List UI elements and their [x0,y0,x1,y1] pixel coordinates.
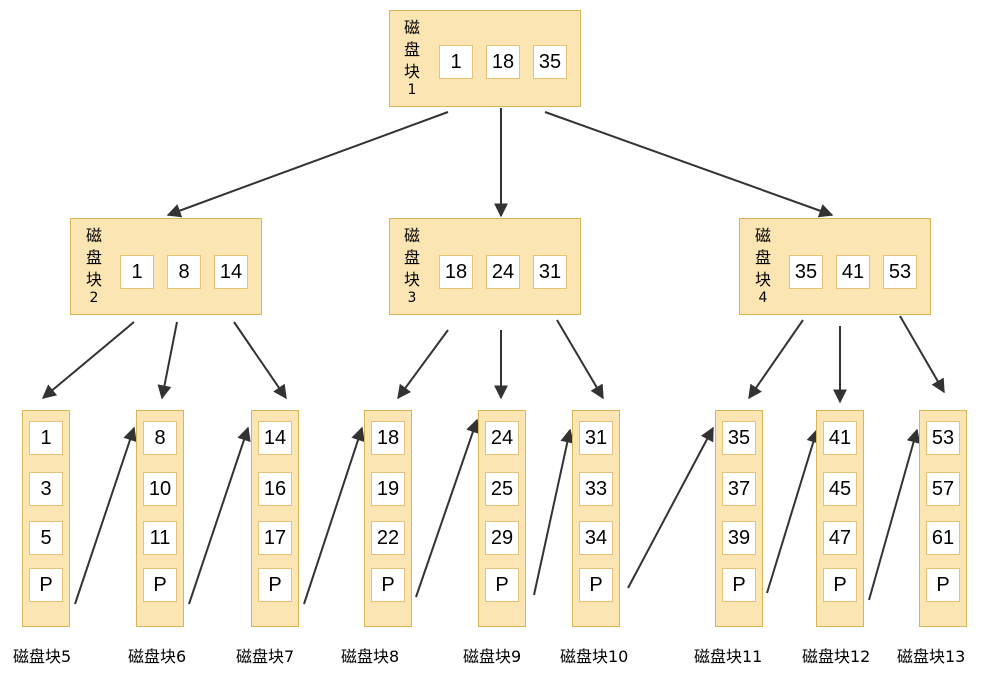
leaf-7-to-leaf-8-link-arrow [303,426,365,605]
leaf-block-label: 磁盘块11 [694,647,763,666]
root-key: 18 [486,45,520,79]
leaf-next-pointer: P [371,568,405,602]
internal-key: 41 [836,255,870,289]
internal-block-label: 磁 盘 块 4 [754,226,771,306]
leaf-block-label: 磁盘块12 [802,647,871,666]
leaf-6-to-leaf-7-link-arrow [188,426,251,605]
leaf-key: 45 [823,472,857,506]
internal-disk-block-3: 磁 盘 块 3 18 24 31 [389,218,581,315]
leaf-12-to-leaf-13-link-arrow [868,428,921,601]
internal-block-label: 磁 盘 块 2 [85,226,102,306]
leaf-key: 37 [722,472,756,506]
leaf-disk-block-9: 24 25 29 P [478,410,526,627]
leaf-disk-block-8: 18 19 22 P [364,410,412,627]
leaf-key: 24 [485,421,519,455]
internal-key: 18 [439,255,473,289]
leaf-key: 16 [258,472,292,506]
internal-key: 24 [486,255,520,289]
leaf-block-label: 磁盘块13 [897,647,966,666]
root-block-label: 磁 盘 块 1 [403,18,420,98]
root-key: 1 [439,45,473,79]
leaf-key: 61 [926,521,960,555]
internal-key: 53 [883,255,917,289]
internal-key: 1 [120,255,154,289]
leaf-block-label: 磁盘块9 [463,647,522,666]
leaf-5-to-leaf-6-link-arrow [74,426,137,605]
root-key: 35 [533,45,567,79]
leaf-key: 17 [258,521,292,555]
leaf-block-label: 磁盘块10 [560,647,629,666]
leaf-key: 8 [143,421,177,455]
leaf-key: 5 [29,521,63,555]
leaf-key: 39 [722,521,756,555]
leaf-block-label: 磁盘块6 [128,647,187,666]
leaf-10-to-leaf-11-link-arrow [627,426,714,589]
block-4-to-leaf-11-arrow [748,319,804,400]
leaf-11-to-leaf-12-link-arrow [766,428,820,594]
internal-block-label: 磁 盘 块 3 [403,226,420,306]
leaf-key: 34 [579,521,613,555]
internal-key: 8 [167,255,201,289]
leaf-disk-block-13: 53 57 61 P [919,410,967,627]
leaf-key: 3 [29,472,63,506]
leaf-next-pointer: P [823,568,857,602]
internal-disk-block-2: 磁 盘 块 2 1 8 14 [70,218,262,315]
internal-key: 31 [533,255,567,289]
leaf-disk-block-10: 31 33 34 P [572,410,620,627]
leaf-disk-block-6: 8 10 11 P [136,410,184,627]
leaf-key: 22 [371,521,405,555]
leaf-key: 57 [926,472,960,506]
leaf-key: 47 [823,521,857,555]
leaf-8-to-leaf-9-link-arrow [415,418,480,598]
leaf-key: 25 [485,472,519,506]
internal-disk-block-4: 磁 盘 块 4 35 41 53 [739,218,931,315]
leaf-next-pointer: P [485,568,519,602]
internal-key: 14 [214,255,248,289]
block-2-to-leaf-6-arrow [157,321,178,400]
leaf-key: 18 [371,421,405,455]
leaf-block-label: 磁盘块7 [236,647,295,666]
internal-key: 35 [789,255,823,289]
leaf-next-pointer: P [258,568,292,602]
leaf-next-pointer: P [29,568,63,602]
root-to-block-2-arrow [166,111,449,218]
root-disk-block: 磁 盘 块 1 1 18 35 [389,10,581,107]
leaf-next-pointer: P [579,568,613,602]
leaf-key: 41 [823,421,857,455]
leaf-key: 1 [29,421,63,455]
block-2-to-leaf-7-arrow [233,321,287,400]
leaf-disk-block-7: 14 16 17 P [251,410,299,627]
leaf-disk-block-12: 41 45 47 P [816,410,864,627]
leaf-key: 33 [579,472,613,506]
leaf-key: 19 [371,472,405,506]
leaf-key: 35 [722,421,756,455]
block-4-to-leaf-13-arrow [899,315,945,394]
leaf-key: 14 [258,421,292,455]
leaf-disk-block-11: 35 37 39 P [715,410,763,627]
root-to-block-4-arrow [544,111,834,218]
leaf-key: 11 [143,521,177,555]
leaf-next-pointer: P [143,568,177,602]
leaf-block-label: 磁盘块8 [341,647,400,666]
leaf-key: 53 [926,421,960,455]
leaf-next-pointer: P [722,568,756,602]
leaf-block-label: 磁盘块5 [13,647,72,666]
leaf-9-to-leaf-10-link-arrow [533,428,575,596]
block-3-to-leaf-10-arrow [556,319,604,400]
leaf-disk-block-5: 1 3 5 P [22,410,70,627]
leaf-key: 10 [143,472,177,506]
leaf-key: 29 [485,521,519,555]
block-2-to-leaf-5-arrow [41,321,135,399]
leaf-next-pointer: P [926,568,960,602]
block-3-to-leaf-8-arrow [397,329,449,400]
leaf-key: 31 [579,421,613,455]
